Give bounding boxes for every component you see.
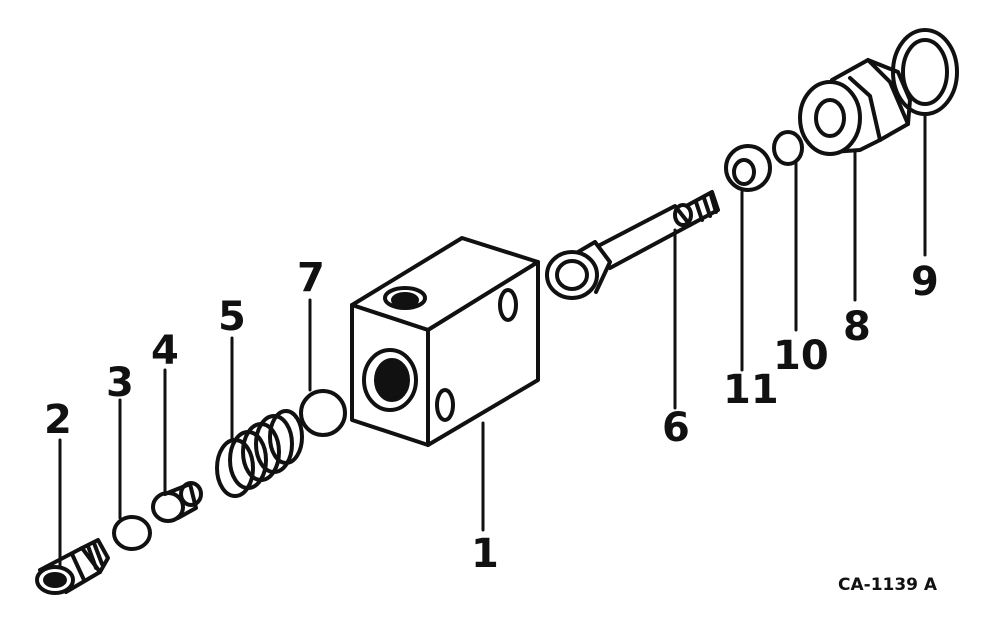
leader-lines xyxy=(60,114,925,565)
part-4-plunger xyxy=(153,483,201,521)
part-11-washer xyxy=(726,146,770,190)
callout-part-7: 7 xyxy=(297,255,325,301)
part-7-o-ring xyxy=(301,391,345,435)
drawing-reference-code: CA-1139 A xyxy=(838,575,938,595)
part-6-stem xyxy=(547,192,718,298)
callout-part-10: 10 xyxy=(773,333,829,379)
part-8-hex-fitting xyxy=(800,60,910,154)
callout-part-8: 8 xyxy=(843,304,871,350)
part-10-o-ring xyxy=(774,132,802,164)
callout-part-3: 3 xyxy=(106,360,134,406)
part-5-spring xyxy=(217,411,302,496)
callout-part-6: 6 xyxy=(662,405,690,451)
part-9-sealing-ring xyxy=(893,30,957,114)
callout-part-1: 1 xyxy=(471,531,499,577)
part-2-threaded-fitting xyxy=(37,540,108,593)
callout-part-4: 4 xyxy=(151,328,179,374)
callout-part-9: 9 xyxy=(911,259,939,305)
callout-part-5: 5 xyxy=(218,294,246,340)
callout-part-2: 2 xyxy=(44,397,72,443)
callout-part-11: 11 xyxy=(723,367,779,413)
part-1-valve-body xyxy=(352,238,538,445)
part-3-o-ring xyxy=(114,517,150,549)
